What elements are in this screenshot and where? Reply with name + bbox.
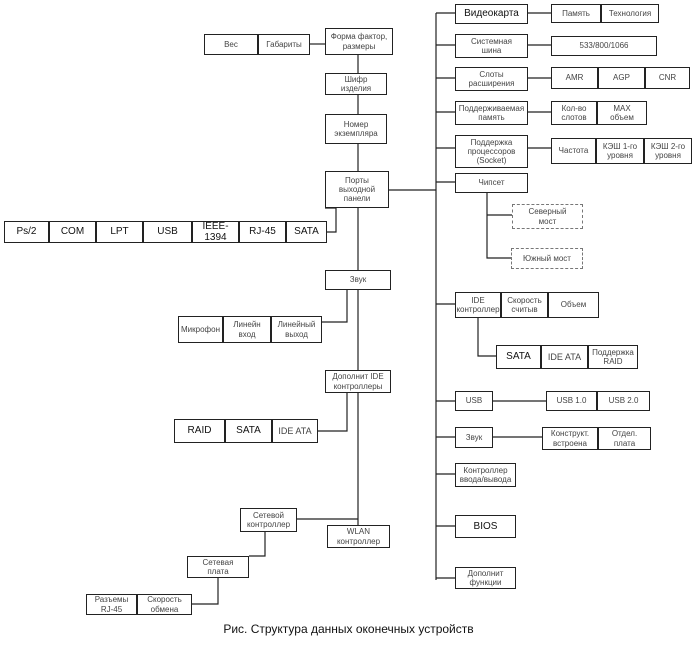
usb-item: USB 1.0 xyxy=(546,391,597,411)
sound-box: Звук xyxy=(325,270,391,290)
slot-item: AGP xyxy=(598,67,645,89)
sound-option-item: Отдел. плата xyxy=(598,427,651,450)
usb-box: USB xyxy=(455,391,493,411)
port-item: IEEE-1394 xyxy=(192,221,239,243)
usb-item: USB 2.0 xyxy=(597,391,650,411)
right-sound-box: Звук xyxy=(455,427,493,448)
extra-ide-item: SATA xyxy=(225,419,272,443)
memory-item: Кол-во слотов xyxy=(551,101,597,125)
ide-sub-item: Поддержка RAID xyxy=(588,345,638,369)
ide-sub-item: SATA xyxy=(496,345,541,369)
port-item: RJ-45 xyxy=(239,221,286,243)
video-card-box: Видеокарта xyxy=(455,4,528,24)
extra-ide-box: Дополнит IDE контроллеры xyxy=(325,370,391,393)
video-item: Память xyxy=(551,4,601,23)
ide-sub-item: IDE ATA xyxy=(541,345,588,369)
cpu-item: КЭШ 2-го уровня xyxy=(644,138,692,164)
ide-controller-box: IDE контроллер xyxy=(455,292,501,318)
extra-ide-item: IDE ATA xyxy=(272,419,318,443)
chassis-code-box: Шифр изделия xyxy=(325,73,387,95)
slot-item: AMR xyxy=(551,67,598,89)
sound-item: Микрофон xyxy=(178,316,223,343)
port-item: USB xyxy=(143,221,192,243)
cpu-item: Частота xyxy=(551,138,596,164)
port-item: Ps/2 xyxy=(4,221,49,243)
port-item: COM xyxy=(49,221,96,243)
figure-caption: Рис. Структура данных оконечных устройст… xyxy=(223,622,474,636)
sound-item: Линейный выход xyxy=(271,316,322,343)
extra-ide-item: RAID xyxy=(174,419,225,443)
weight-box: Вес xyxy=(204,34,258,55)
network-card-box: Сетевая плата xyxy=(187,556,249,578)
cpu-item: КЭШ 1-го уровня xyxy=(596,138,644,164)
network-item: Скорость обмена xyxy=(137,594,192,615)
extra-functions-box: Дополнит функции xyxy=(455,567,516,589)
network-controller-box: Сетевой контроллер xyxy=(240,508,297,532)
north-bridge-box: Северный мост xyxy=(512,204,583,229)
sound-option-item: Конструкт. встроена xyxy=(542,427,598,450)
memory-item: MAX объем xyxy=(597,101,647,125)
bus-frequency-box: 533/800/1066 xyxy=(551,36,657,56)
wlan-controller-box: WLAN контроллер xyxy=(327,525,390,548)
port-item: SATA xyxy=(286,221,327,243)
network-item: Разъемы RJ-45 xyxy=(86,594,137,615)
south-bridge-box: Южный мост xyxy=(511,248,583,269)
dimensions-box: Габариты xyxy=(258,34,310,55)
expansion-slots-box: Слоты расширения xyxy=(455,67,528,91)
supported-memory-box: Поддерживаемая память xyxy=(455,101,528,125)
slot-item: CNR xyxy=(645,67,690,89)
video-item: Технология xyxy=(601,4,659,23)
ide-item: Объем xyxy=(548,292,599,318)
ide-item: Скорость считыв xyxy=(501,292,548,318)
sound-item: Линейн вход xyxy=(223,316,271,343)
system-bus-box: Системная шина xyxy=(455,34,528,58)
output-ports-box: Порты выходной панели xyxy=(325,171,389,208)
cpu-support-box: Поддержка процессоров (Socket) xyxy=(455,135,528,168)
chipset-box: Чипсет xyxy=(455,173,528,193)
bios-box: BIOS xyxy=(455,515,516,538)
port-item: LPT xyxy=(96,221,143,243)
io-controller-box: Контроллер ввода/вывода xyxy=(455,463,516,487)
serial-number-box: Номер экземпляра xyxy=(325,114,387,144)
form-factor-box: Форма фактор, размеры xyxy=(325,28,393,55)
